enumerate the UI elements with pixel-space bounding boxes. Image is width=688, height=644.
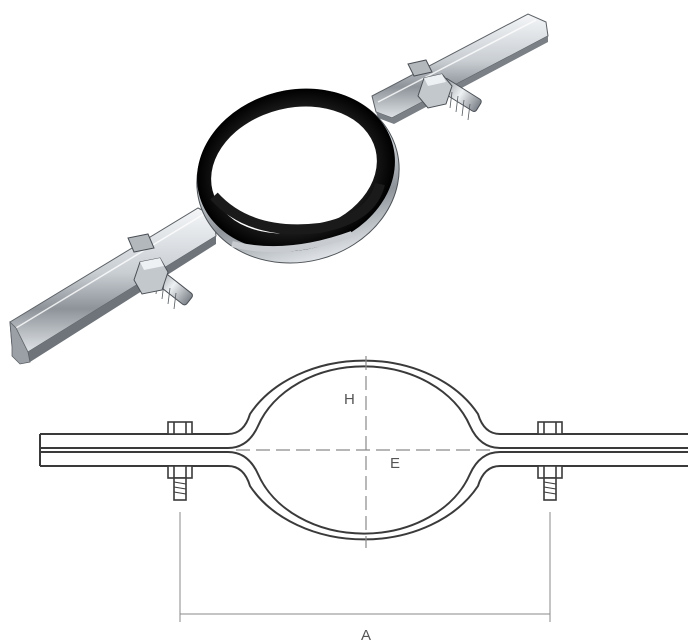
left-bolt bbox=[127, 233, 193, 310]
left-mounting-bar bbox=[9, 207, 217, 365]
lower-strap bbox=[40, 465, 688, 541]
right-bolt bbox=[407, 59, 482, 121]
lower-strap-inner bbox=[40, 451, 688, 535]
clamp-photo bbox=[9, 13, 549, 365]
drawing-left-bolt bbox=[167, 421, 193, 501]
drawing-right-bolt bbox=[537, 421, 563, 501]
upper-strap bbox=[40, 359, 688, 435]
rubber-lined-ring bbox=[196, 88, 400, 264]
center-lines bbox=[236, 356, 496, 548]
dimension-a bbox=[179, 512, 551, 622]
right-mounting-bar bbox=[371, 13, 549, 124]
label-diameter: E bbox=[390, 455, 400, 472]
upper-strap-inner bbox=[40, 365, 688, 449]
label-height: H bbox=[344, 391, 355, 408]
label-span: A bbox=[361, 627, 371, 644]
technical-drawing bbox=[39, 359, 688, 541]
